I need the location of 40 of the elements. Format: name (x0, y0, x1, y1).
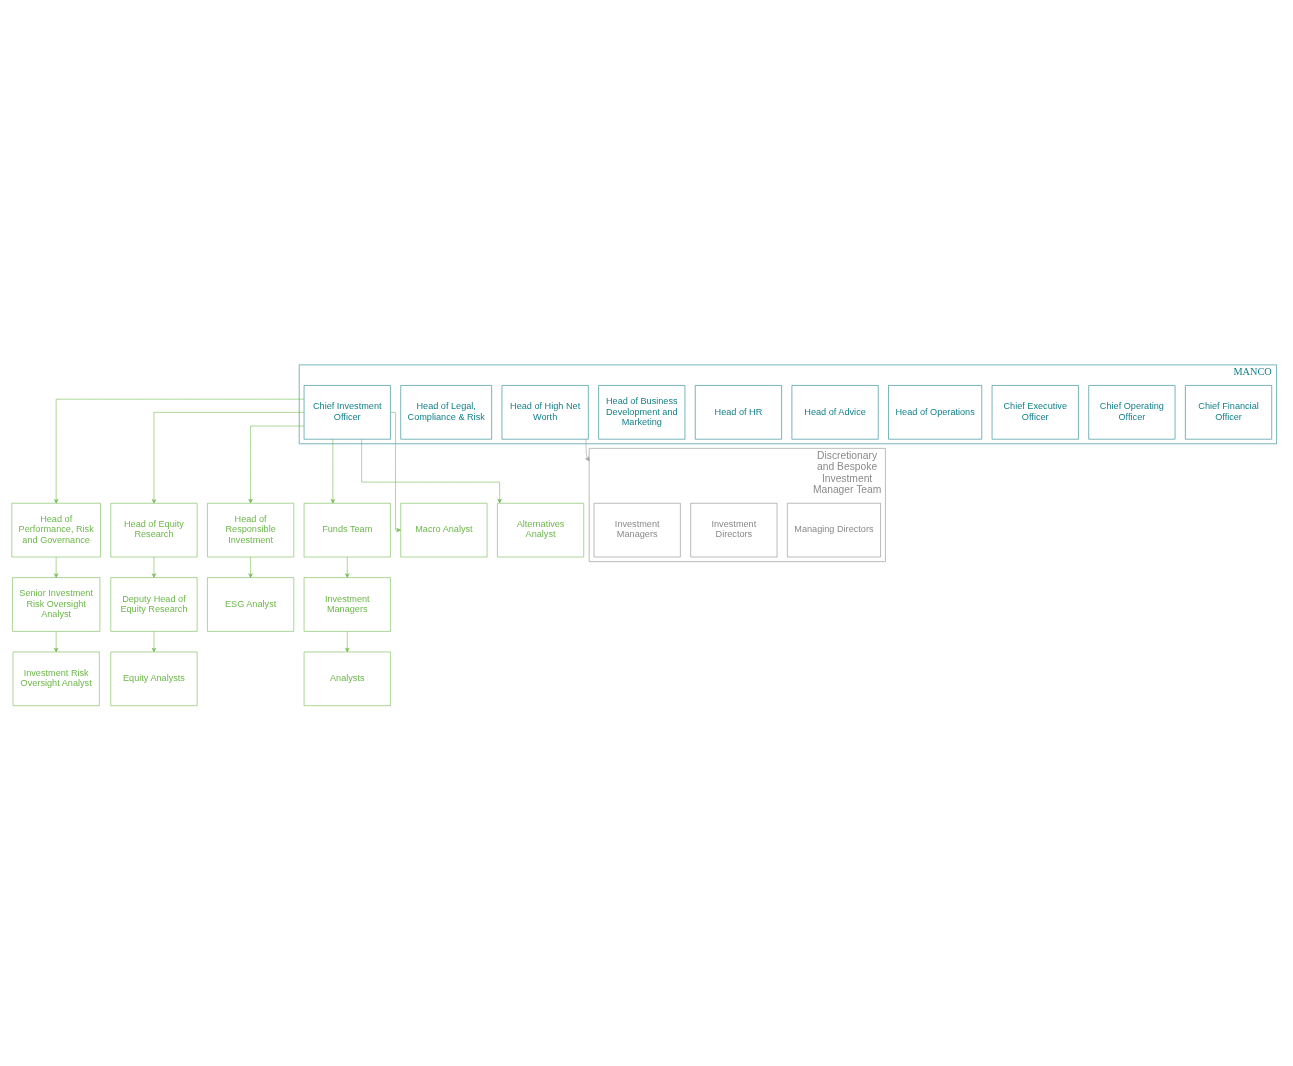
arrow (151, 556, 157, 578)
node-box: ESG Analyst (207, 577, 295, 632)
node-box: Investment Managers (303, 577, 391, 632)
node-box: Senior Investment Risk Oversight Analyst (12, 577, 101, 632)
arrow (54, 398, 305, 504)
arrow (248, 556, 253, 578)
node-box: Analysts (303, 651, 391, 706)
node-box: Alternatives Analyst (497, 502, 584, 558)
arrow (345, 631, 350, 653)
node-box: Chief Investment Officer (303, 385, 391, 440)
node-box: Investment Managers (593, 502, 681, 558)
node-box: Equity Analysts (110, 651, 198, 706)
node-box: Head of HR (694, 385, 782, 440)
arrow (361, 439, 502, 504)
node-box: Chief Financial Officer (1185, 385, 1272, 440)
node-box: Head of Performance, Risk and Governance (11, 502, 101, 558)
node-box: Head of Business Development and Marketing (598, 385, 686, 440)
node-box: Head of Advice (791, 385, 879, 440)
node-box: Head of High Net Worth (501, 385, 589, 440)
node-box: Chief Executive Officer (991, 385, 1079, 440)
node-box: Funds Team (303, 502, 391, 558)
arrow (151, 412, 305, 504)
arrow (54, 631, 59, 653)
node-box: Macro Analyst (400, 502, 488, 558)
node-box: Investment Directors (690, 502, 778, 558)
node-box: Head of Equity Research (110, 502, 198, 558)
arrow (585, 439, 590, 462)
arrow (390, 412, 401, 533)
node-box: Chief Operating Officer (1088, 385, 1176, 440)
arrow (54, 556, 59, 578)
arrow (345, 556, 350, 578)
node-box: Head of Operations (888, 385, 983, 440)
node-box: Investment Risk Oversight Analyst (12, 651, 100, 706)
node-box: Managing Directors (787, 502, 881, 558)
node-box: Head of Legal, Compliance & Risk (400, 385, 492, 440)
arrow (248, 425, 305, 504)
arrow (151, 631, 157, 653)
node-box: Deputy Head of Equity Research (110, 577, 198, 632)
arrow (330, 438, 335, 504)
node-box: Head of Responsible Investment (207, 502, 295, 558)
